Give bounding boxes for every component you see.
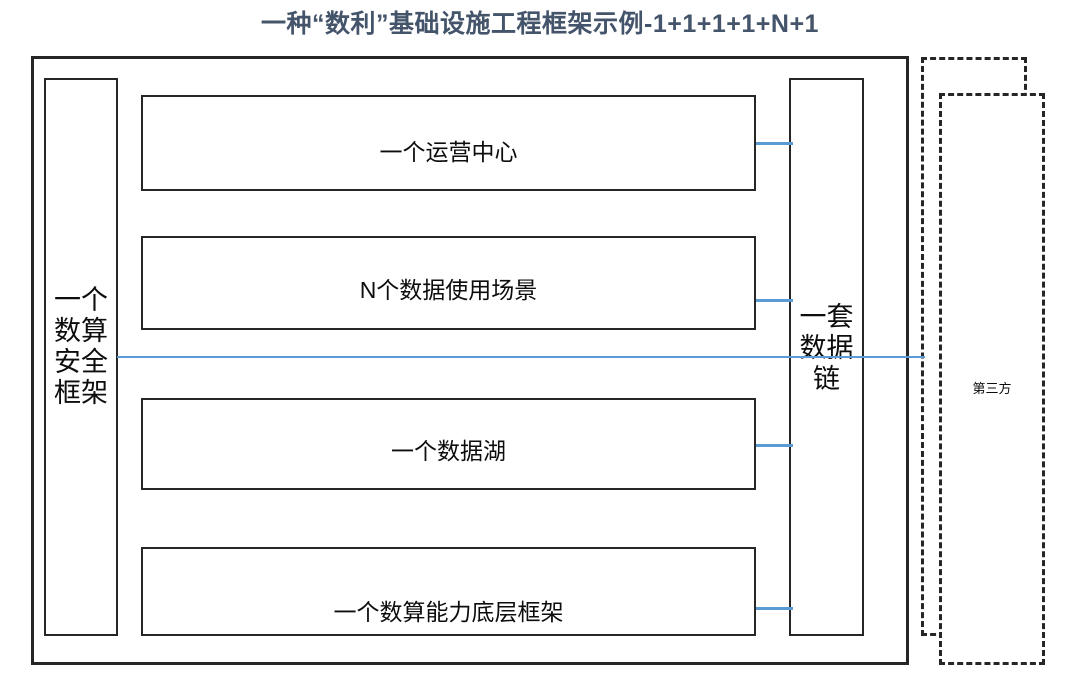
center-block-data-lake[interactable]: 一个数据湖 xyxy=(141,398,756,490)
connector-compute-to-data-chain xyxy=(756,607,793,610)
left-pillar-label-line-2: 数算 xyxy=(54,316,108,347)
right-pillar-label-line-2: 数据 xyxy=(799,333,854,364)
page-title: 一种“数利”基础设施工程框架示例-1+1+1+1+N+1 xyxy=(261,10,819,38)
connector-operations-to-data-chain xyxy=(756,142,793,145)
right-pillar-label-line-1: 一套 xyxy=(799,302,854,332)
center-block-operations-center[interactable]: 一个运营中心 xyxy=(141,95,756,191)
center-block-label-1: 一个运营中心 xyxy=(379,139,518,165)
third-party-label: 第三方 xyxy=(972,381,1012,396)
connector-security-to-third-party xyxy=(117,356,925,358)
center-block-compute-foundation[interactable]: 一个数算能力底层框架 xyxy=(141,547,756,636)
left-pillar-label-line-3: 安全 xyxy=(54,347,108,378)
platform-outer-frame xyxy=(31,56,909,665)
center-block-label-2: N个数据使用场景 xyxy=(359,277,538,303)
center-block-label-4: 一个数算能力底层框架 xyxy=(333,599,564,625)
connector-scenarios-to-data-chain xyxy=(756,299,793,302)
left-pillar-label-line-4: 框架 xyxy=(54,378,108,409)
third-party-box-front[interactable]: 第三方 xyxy=(939,93,1045,665)
right-pillar-label-line-3: 链 xyxy=(813,364,840,395)
left-pillar-label-line-1: 一个 xyxy=(54,285,108,315)
left-pillar-security-framework[interactable]: 一个 数算 安全 框架 xyxy=(44,78,118,636)
center-block-label-3: 一个数据湖 xyxy=(391,438,506,464)
center-block-data-use-scenarios[interactable]: N个数据使用场景 xyxy=(141,236,756,330)
connector-data-lake-to-data-chain xyxy=(756,444,793,447)
